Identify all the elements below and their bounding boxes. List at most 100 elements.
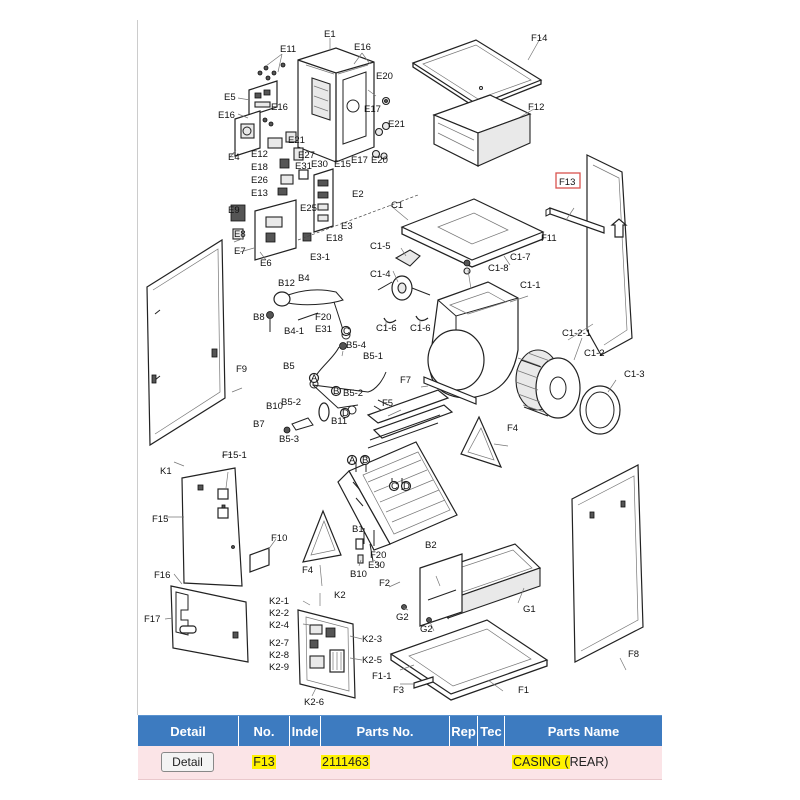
part-f4-brace-right[interactable] — [460, 415, 503, 468]
part-label: C1-8 — [488, 263, 509, 274]
part-label: E18 — [251, 162, 268, 173]
part-label: E16 — [271, 102, 288, 113]
part-label: E25 — [300, 203, 317, 214]
connection-point-markers — [308, 325, 412, 492]
part-c1-2-fan-wheel[interactable] — [515, 349, 581, 419]
part-label: F5 — [382, 398, 393, 409]
part-label: F4 — [302, 565, 313, 576]
part-e12-e31-components[interactable] — [267, 131, 309, 196]
part-label: F10 — [271, 533, 287, 544]
part-label: B1 — [352, 524, 364, 535]
part-f14-top-panel[interactable] — [411, 39, 543, 110]
part-label: E21 — [388, 119, 405, 130]
part-label: E13 — [251, 188, 268, 199]
part-f2-support[interactable] — [419, 553, 463, 627]
part-label: E5 — [224, 92, 236, 103]
part-label: C1-4 — [370, 269, 391, 280]
part-e1-control-box[interactable] — [297, 47, 375, 163]
part-f12-top-box[interactable] — [432, 94, 532, 167]
part-label: K2-2 — [269, 608, 289, 619]
col-header-parts-name: Parts Name — [547, 724, 620, 739]
table-row[interactable]: Detail F13 2111463 CASING (REAR) — [138, 746, 662, 780]
part-label: B5-3 — [279, 434, 299, 445]
part-label: B11 — [331, 416, 347, 427]
col-header-technical: Tec — [478, 716, 505, 747]
part-label: F8 — [628, 649, 639, 660]
part-label: F20 — [315, 312, 331, 323]
part-f5-header[interactable] — [366, 389, 454, 449]
part-label: C1-6 — [410, 323, 431, 334]
part-label: K2-3 — [362, 634, 382, 645]
part-label: B4 — [298, 273, 310, 284]
part-f10-strip[interactable] — [249, 547, 270, 573]
cell-parts-name-highlight: CASING ( — [512, 755, 570, 769]
part-label: E15 — [334, 159, 351, 170]
part-b4-b12-refrigerant-parts[interactable] — [266, 289, 351, 340]
part-label: C1 — [391, 200, 403, 211]
part-label: B5-2 — [281, 397, 301, 408]
part-c1-3-inlet-ring[interactable] — [579, 385, 621, 435]
part-f16-f17-lower-panel[interactable] — [170, 585, 249, 663]
part-b5-tube-assembly[interactable] — [283, 342, 389, 434]
part-label: E16 — [354, 42, 371, 53]
cell-parts-no[interactable]: 2111463 — [321, 746, 381, 779]
part-f9-side-panel[interactable] — [146, 238, 226, 447]
part-f3-clip[interactable] — [413, 676, 434, 689]
part-label: C1-7 — [510, 252, 531, 263]
part-c1-5-motor-mount[interactable] — [377, 249, 431, 301]
part-label: E26 — [251, 175, 268, 186]
part-label: E4 — [228, 152, 240, 163]
part-label: E31 — [315, 324, 332, 335]
part-e2-terminal-panel[interactable] — [313, 168, 334, 233]
part-label: E17 — [351, 155, 368, 166]
part-e4-board[interactable] — [234, 110, 261, 157]
part-label: E9 — [228, 205, 240, 216]
part-label: K1 — [160, 466, 172, 477]
part-label: K2-1 — [269, 596, 289, 607]
part-k2-control-panel[interactable] — [297, 609, 356, 699]
part-b1-b10-coil-fittings[interactable] — [355, 460, 403, 564]
point-label: A — [349, 455, 356, 466]
part-label: K2-8 — [269, 650, 289, 661]
part-label: E21 — [288, 135, 305, 146]
part-f13-rear-casing[interactable] — [586, 154, 633, 356]
part-label: F2 — [379, 578, 390, 589]
parts-table-header: Detail No. Inde Parts No. Rep Tec Parts … — [138, 715, 662, 747]
part-label: B7 — [253, 419, 265, 430]
parts-table: Detail No. Inde Parts No. Rep Tec Parts … — [138, 715, 662, 780]
part-label: B4-1 — [284, 326, 304, 337]
part-label: E31 — [295, 161, 312, 172]
point-label: A — [311, 373, 318, 384]
part-c1-8-nut — [463, 259, 471, 267]
part-label: C1-5 — [370, 241, 391, 252]
part-c1-1-blower-housing[interactable] — [427, 281, 519, 399]
exploded-parts-diagram: C A D B A B C D E1 E16 E11 E20 E5 E16 E1… — [138, 20, 662, 715]
part-c1-blower-deck[interactable] — [297, 194, 545, 268]
part-label: F17 — [144, 614, 160, 625]
part-e6-e9-components[interactable] — [230, 199, 312, 261]
part-label: E12 — [251, 149, 268, 160]
part-label: E18 — [326, 233, 343, 244]
part-b2-a-coil[interactable] — [337, 441, 458, 551]
part-label: E16 — [218, 110, 235, 121]
part-e5-board[interactable] — [248, 80, 278, 117]
part-f7-bracket[interactable] — [423, 376, 477, 405]
part-f4-brace-left[interactable] — [302, 509, 342, 563]
cell-parts-name: CASING (REAR) — [512, 746, 608, 779]
part-label: C1-2 — [584, 348, 605, 359]
part-label: K2 — [334, 590, 346, 601]
cell-parts-no-value: 2111463 — [321, 755, 370, 769]
part-label: F4 — [507, 423, 518, 434]
part-label: K2-5 — [362, 655, 382, 666]
part-f8-side-panel[interactable] — [571, 464, 644, 663]
part-f15-front-panel[interactable] — [181, 467, 243, 587]
part-label: K2-9 — [269, 662, 289, 673]
part-label: B5-2 — [343, 388, 363, 399]
f13-selection-box[interactable] — [555, 172, 581, 189]
part-label: K2-4 — [269, 620, 289, 631]
part-f11-bracket[interactable] — [545, 207, 605, 234]
detail-button[interactable]: Detail — [161, 752, 214, 772]
part-number-labels: E1 E16 E11 E20 E5 E16 E16 E17 E21 E21 E4… — [144, 29, 645, 708]
part-label: F1 — [518, 685, 529, 696]
part-label: F11 — [541, 233, 557, 244]
